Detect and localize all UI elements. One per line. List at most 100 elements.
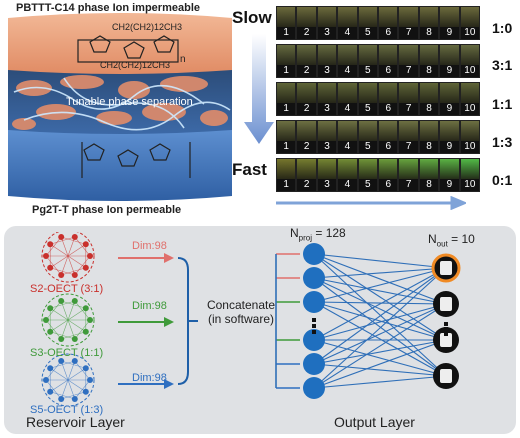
frame-number: 10 bbox=[460, 179, 480, 191]
reservoir-edge bbox=[61, 360, 86, 369]
frame-cell: 4 bbox=[338, 45, 357, 77]
frame-number: 9 bbox=[440, 65, 459, 77]
reservoir-edge bbox=[50, 300, 75, 309]
frame-cell: 1 bbox=[277, 45, 296, 77]
frame-cell: 8 bbox=[419, 45, 439, 77]
frame-number: 10 bbox=[460, 141, 480, 153]
frame-number: 6 bbox=[379, 65, 398, 77]
ratio-label-4: 1:3 bbox=[492, 134, 513, 150]
nproj-symbol: N bbox=[290, 226, 299, 240]
frame-number: 7 bbox=[399, 27, 418, 39]
reservoir-edge bbox=[50, 236, 75, 245]
concat-line-1: Concatenate bbox=[206, 298, 276, 312]
frame-cell: 6 bbox=[379, 7, 398, 39]
reservoir-ring bbox=[41, 229, 95, 283]
frame-number: 10 bbox=[460, 27, 480, 39]
reservoir-edge bbox=[45, 236, 62, 257]
frame-number: 2 bbox=[297, 65, 316, 77]
fast-label: Fast bbox=[232, 160, 267, 179]
ellipsis-dot bbox=[444, 322, 448, 326]
reservoir-node bbox=[58, 396, 65, 403]
reservoir-node bbox=[71, 396, 78, 403]
frame-cell: 2 bbox=[297, 45, 316, 77]
frame-cell: 7 bbox=[399, 159, 418, 191]
concat-line-2: (in software) bbox=[207, 312, 275, 326]
frame-cell: 7 bbox=[399, 121, 418, 153]
weight-edge bbox=[313, 301, 447, 377]
weight-edge bbox=[313, 277, 447, 341]
reservoir-node bbox=[47, 305, 54, 312]
frame-cell: 5 bbox=[358, 159, 378, 191]
frame-number: 8 bbox=[419, 141, 439, 153]
frame-cell: 5 bbox=[358, 121, 378, 153]
frame-number: 2 bbox=[297, 27, 316, 39]
frame-number: 7 bbox=[399, 179, 418, 191]
frame-number: 1 bbox=[277, 27, 296, 39]
ellipsis-dot bbox=[312, 324, 316, 328]
projection-node bbox=[303, 377, 325, 399]
frame-cell: 5 bbox=[358, 7, 378, 39]
chem-substituent-bottom: CH2(CH2)12CH3 bbox=[100, 60, 171, 70]
weight-edge bbox=[313, 363, 447, 377]
frame-number: 6 bbox=[379, 103, 398, 115]
frame-cell: 9 bbox=[440, 45, 459, 77]
reservoir-node bbox=[58, 357, 65, 364]
nproj-label: Nproj = 128 bbox=[290, 226, 346, 242]
projection-node bbox=[303, 291, 325, 313]
reservoir-node bbox=[82, 365, 89, 372]
frame-number: 10 bbox=[460, 65, 480, 77]
projection-node bbox=[303, 329, 325, 351]
output-glyph bbox=[440, 297, 452, 311]
concat-label: Concatenate (in software) bbox=[206, 298, 276, 326]
frame-cell: 9 bbox=[440, 121, 459, 153]
reservoir-node bbox=[87, 253, 93, 259]
reservoir-edge bbox=[50, 243, 86, 269]
frame-cell: 9 bbox=[440, 159, 459, 191]
frame-cell: 6 bbox=[379, 159, 398, 191]
frame-cell: 2 bbox=[297, 121, 316, 153]
reservoir-edge bbox=[50, 367, 86, 393]
frame-number: 4 bbox=[338, 179, 357, 191]
dim-label-s3: Dim:98 bbox=[132, 300, 167, 312]
frame-cell: 6 bbox=[379, 121, 398, 153]
frame-cell: 8 bbox=[419, 7, 439, 39]
weight-edge bbox=[313, 253, 447, 341]
weight-edge bbox=[313, 253, 447, 269]
frame-cell: 4 bbox=[338, 83, 357, 115]
reservoir-node bbox=[47, 264, 54, 271]
reservoir-node bbox=[58, 336, 65, 343]
weight-edge bbox=[313, 301, 447, 341]
output-glyph bbox=[440, 369, 452, 383]
projection-network bbox=[272, 240, 492, 405]
frame-cell: 1 bbox=[277, 83, 296, 115]
frame-cell: 3 bbox=[317, 7, 337, 39]
weight-edge bbox=[313, 301, 447, 305]
projection-node bbox=[303, 353, 325, 375]
frame-cell: 1 bbox=[277, 159, 296, 191]
frame-number: 5 bbox=[358, 179, 378, 191]
output-glyph bbox=[440, 261, 452, 275]
frame-number: 6 bbox=[379, 27, 398, 39]
frame-cell: 1 bbox=[277, 7, 296, 39]
ellipsis-dot bbox=[312, 318, 316, 322]
reservoir-node bbox=[43, 253, 49, 259]
dim-label-s2: Dim:98 bbox=[132, 240, 167, 252]
weight-edge bbox=[313, 277, 447, 305]
frame-number: 7 bbox=[399, 141, 418, 153]
frame-cell: 9 bbox=[440, 7, 459, 39]
frame-cell: 5 bbox=[358, 83, 378, 115]
reservoir-node bbox=[43, 377, 49, 383]
frame-number: 3 bbox=[317, 179, 337, 191]
reservoir-node bbox=[47, 365, 54, 372]
frame-cell: 10 bbox=[460, 159, 480, 191]
frame-number: 8 bbox=[419, 65, 439, 77]
reservoir-node bbox=[82, 388, 89, 395]
frame-number: 5 bbox=[358, 27, 378, 39]
reservoir-label-s5: S5-OECT (1:3) bbox=[30, 404, 104, 416]
nout-symbol: N bbox=[428, 232, 437, 246]
reservoir-node bbox=[47, 241, 54, 248]
frame-number: 1 bbox=[277, 141, 296, 153]
weight-edge bbox=[313, 303, 447, 389]
